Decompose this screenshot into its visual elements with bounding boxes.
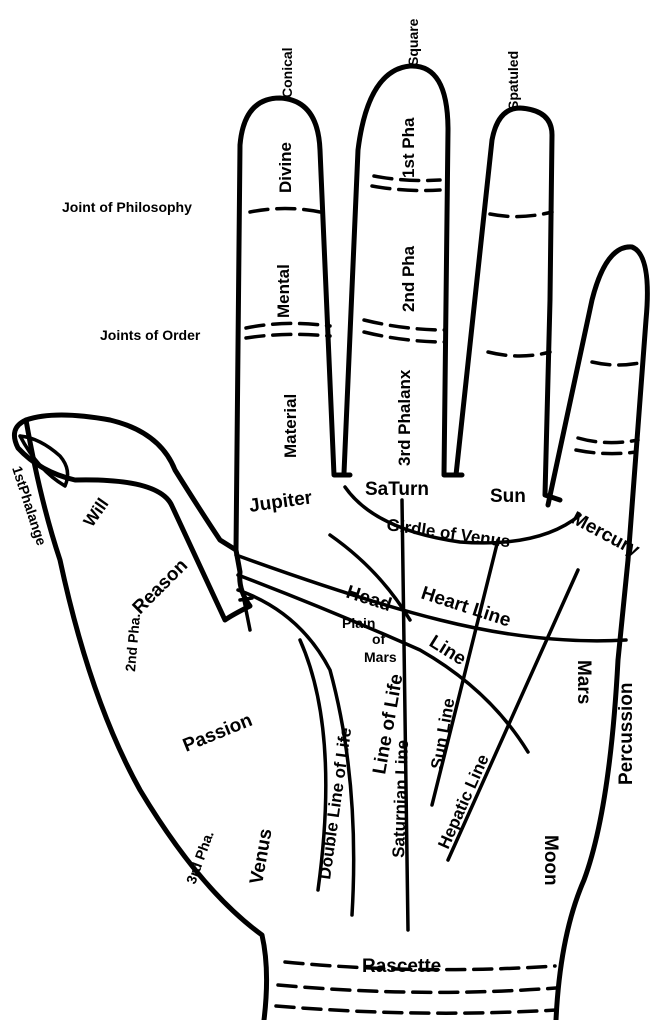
percussion-edge [553,557,631,1020]
label-head-line-word: Line [425,631,469,670]
sun-line-path [430,538,500,807]
hand-outline [11,63,650,1020]
rascette-bracelets [274,960,558,1015]
label-plain-of-mars-3: Mars [364,649,397,665]
saturnian-line-path [400,498,410,932]
finger-joints [244,174,646,456]
index-finger-outline [233,95,353,553]
palm-lines [234,485,628,932]
life-line-curve [236,588,356,917]
label-passion: Passion [180,710,255,757]
label-first-phalanx: 1st Pha [399,117,418,178]
label-mount-venus: Venus [246,827,276,886]
label-material: Material [281,394,300,458]
label-conical: Conical [279,47,295,98]
label-rascette: Rascette [362,956,441,977]
label-divine: Divine [276,142,295,193]
mars-marker [238,596,254,632]
label-mount-mars: Mars [573,660,594,704]
label-double-line-of-life: Double Line of Life [315,726,355,880]
label-thumb-second-pha: 2nd Pha. [122,613,143,673]
hepatic-line-path [446,568,580,862]
label-third-phalanx: 3rd Phalanx [395,369,414,466]
label-sun-line: Sun Line [427,697,458,771]
label-joints-of-order: Joints of Order [100,327,201,343]
label-mount-sun: Sun [490,486,526,507]
label-saturnian-line: Saturnian Line [389,739,412,858]
label-mount-moon: Moon [540,835,561,886]
label-percussion: Percussion [616,683,637,785]
label-reason: Reason [129,555,192,618]
label-mental: Mental [274,264,293,318]
label-square: Square [405,18,421,66]
heart-line-curve [234,553,628,643]
label-spatulated: Spatuled [505,51,521,110]
label-mount-saturn: SaTurn [365,479,429,500]
girdle-of-venus-curve [343,485,582,545]
label-plain-of-mars-2: of [372,631,386,647]
thumbnail [18,434,70,488]
label-second-phalanx: 2nd Pha [399,245,418,312]
label-joint-of-philosophy: Joint of Philosophy [62,199,192,215]
middle-finger-outline [341,63,465,478]
label-plain-of-mars-1: Plain [342,615,375,631]
little-finger-outline [545,244,650,563]
double-life-line-curve [298,638,328,892]
ring-finger-outline [453,105,563,503]
label-will: Will [80,495,113,531]
label-heart-line: Heart Line [418,583,513,632]
thumb-base-outline [23,417,270,1020]
head-line-curve [236,573,530,754]
label-mount-jupiter: Jupiter [248,487,314,517]
